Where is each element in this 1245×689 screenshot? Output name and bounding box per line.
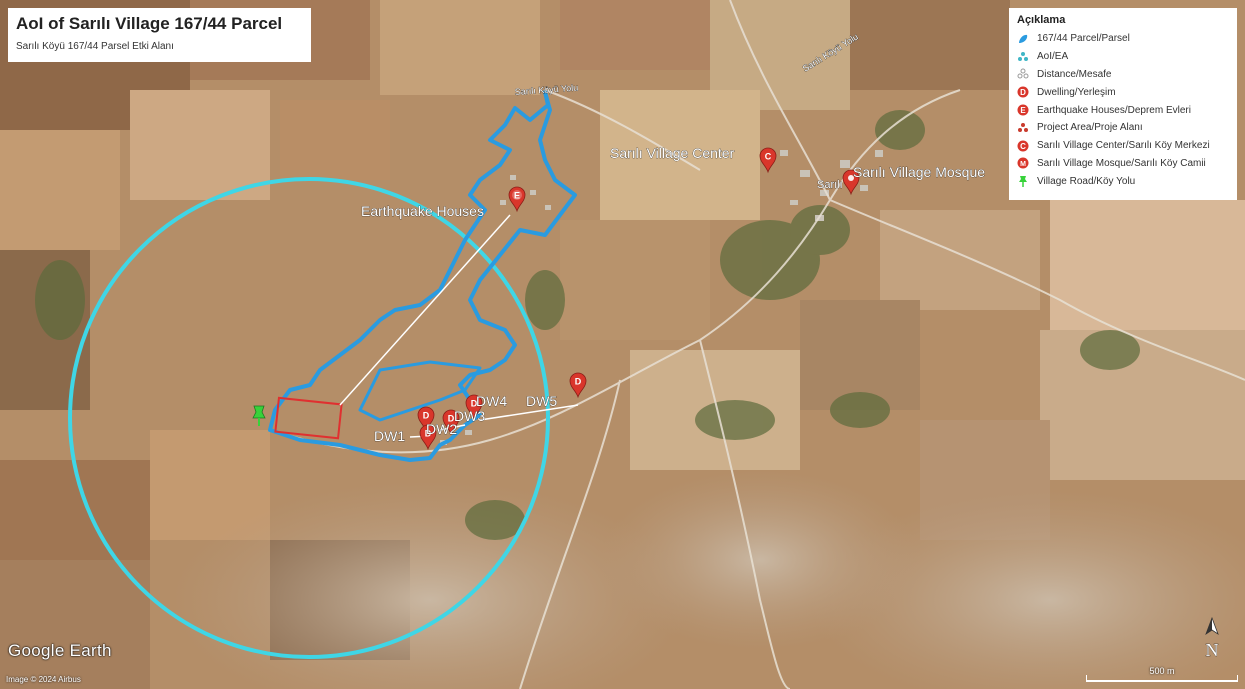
parcel-icon xyxy=(1017,33,1029,45)
sarili-label: Sarılı xyxy=(817,179,843,191)
earthquake-houses-label: Earthquake Houses xyxy=(361,203,484,219)
hill-area xyxy=(170,480,690,689)
dw2-label: DW2 xyxy=(426,421,457,437)
dwelling-marker-dw2[interactable]: D xyxy=(417,406,435,433)
legend-label: 167/44 Parcel/Parsel xyxy=(1037,33,1130,45)
north-label: N xyxy=(1206,640,1219,660)
map-subtitle: Sarılı Köyü 167/44 Parsel Etki Alanı xyxy=(16,41,174,52)
legend-label: Earthquake Houses/Deprem Evleri xyxy=(1037,104,1191,116)
map-title: AoI of Sarılı Village 167/44 Parcel xyxy=(16,14,283,33)
road-pin-icon xyxy=(1017,175,1029,188)
mosque-marker[interactable] xyxy=(842,169,860,196)
svg-text:E: E xyxy=(514,191,520,201)
legend-item-distance[interactable]: Distance/Mesafe xyxy=(1017,66,1229,84)
aoi-circle[interactable] xyxy=(68,177,550,659)
legend-title: Açıklama xyxy=(1017,14,1066,26)
hill-area-east xyxy=(810,490,1245,689)
dw4-label: DW4 xyxy=(476,393,507,409)
earthquake-marker-icon: E xyxy=(1017,104,1029,116)
distance-icon xyxy=(1017,68,1029,80)
hill-area-mid xyxy=(600,470,920,650)
road-label: Sarılı Köyü Yolu xyxy=(514,83,578,97)
mosque-marker-icon: M xyxy=(1017,157,1029,169)
legend-item-project-area[interactable]: Project Area/Proje Alanı xyxy=(1017,119,1229,137)
dwelling-marker-dw4[interactable]: D xyxy=(465,394,483,421)
scale-label: 500 m xyxy=(1149,666,1175,676)
title-box: AoI of Sarılı Village 167/44 Parcel Sarı… xyxy=(8,8,311,62)
village-road-pin[interactable] xyxy=(252,405,266,426)
project-area-icon xyxy=(1017,122,1029,134)
dwelling-marker-dw5[interactable]: D xyxy=(569,372,587,399)
dwelling-marker-icon: D xyxy=(1017,86,1029,98)
legend-label: Project Area/Proje Alanı xyxy=(1037,122,1143,134)
dw5-label: DW5 xyxy=(526,393,557,409)
legend-item-mosque[interactable]: M Sarılı Village Mosque/Sarılı Köy Camii xyxy=(1017,155,1229,173)
legend-item-parcel[interactable]: 167/44 Parcel/Parsel xyxy=(1017,30,1229,48)
project-area[interactable] xyxy=(274,396,343,440)
legend-item-earthquake[interactable]: E Earthquake Houses/Deprem Evleri xyxy=(1017,101,1229,119)
svg-text:D: D xyxy=(425,429,432,439)
scale-bar-line xyxy=(1086,675,1238,682)
legend-label: Distance/Mesafe xyxy=(1037,68,1112,80)
legend-label: AoI/EA xyxy=(1037,51,1069,63)
svg-text:D: D xyxy=(575,377,582,387)
svg-text:D: D xyxy=(1020,88,1026,97)
svg-text:M: M xyxy=(1020,161,1026,168)
north-arrow-icon: N xyxy=(1205,616,1219,660)
svg-text:D: D xyxy=(471,399,478,409)
dw1-label: DW1 xyxy=(374,428,405,444)
legend-item-village-road[interactable]: Village Road/Köy Yolu xyxy=(1017,172,1229,190)
svg-text:D: D xyxy=(448,414,455,424)
legend-item-village-center[interactable]: C Sarılı Village Center/Sarılı Köy Merke… xyxy=(1017,137,1229,155)
legend-item-aoi[interactable]: AoI/EA xyxy=(1017,48,1229,66)
legend-label: Dwelling/Yerleşim xyxy=(1037,86,1116,98)
legend-label: Sarılı Village Center/Sarılı Köy Merkezi xyxy=(1037,140,1210,152)
village-center-label: Sarılı Village Center xyxy=(610,145,735,161)
svg-text:C: C xyxy=(765,152,772,162)
mosque-label: Sarılı Village Mosque xyxy=(853,164,985,180)
roads xyxy=(269,0,1245,689)
earthquake-houses-marker[interactable]: E xyxy=(508,186,526,213)
dw3-label: DW3 xyxy=(454,408,485,424)
parcel-inner-outline xyxy=(358,360,482,422)
legend-label: Sarılı Village Mosque/Sarılı Köy Camii xyxy=(1037,157,1206,169)
legend-label: Village Road/Köy Yolu xyxy=(1037,175,1136,187)
svg-text:E: E xyxy=(1020,106,1026,115)
legend-item-dwelling[interactable]: D Dwelling/Yerleşim xyxy=(1017,83,1229,101)
parcel-outline[interactable] xyxy=(268,90,577,462)
legend: Açıklama 167/44 Parcel/Parsel AoI/EA Dis… xyxy=(1009,8,1237,200)
google-earth-logo: Google Earth xyxy=(8,641,112,660)
scale-bar: 500 m xyxy=(1086,666,1238,682)
dwelling-marker-dw3[interactable]: D xyxy=(442,409,460,436)
svg-text:D: D xyxy=(423,411,430,421)
aoi-icon xyxy=(1017,51,1029,63)
svg-text:C: C xyxy=(1020,141,1026,150)
imagery-credit: Image © 2024 Airbus xyxy=(6,675,81,684)
village-center-marker[interactable]: C xyxy=(759,147,777,174)
dwelling-marker-dw1[interactable]: D xyxy=(419,424,437,451)
village-center-marker-icon: C xyxy=(1017,140,1029,152)
